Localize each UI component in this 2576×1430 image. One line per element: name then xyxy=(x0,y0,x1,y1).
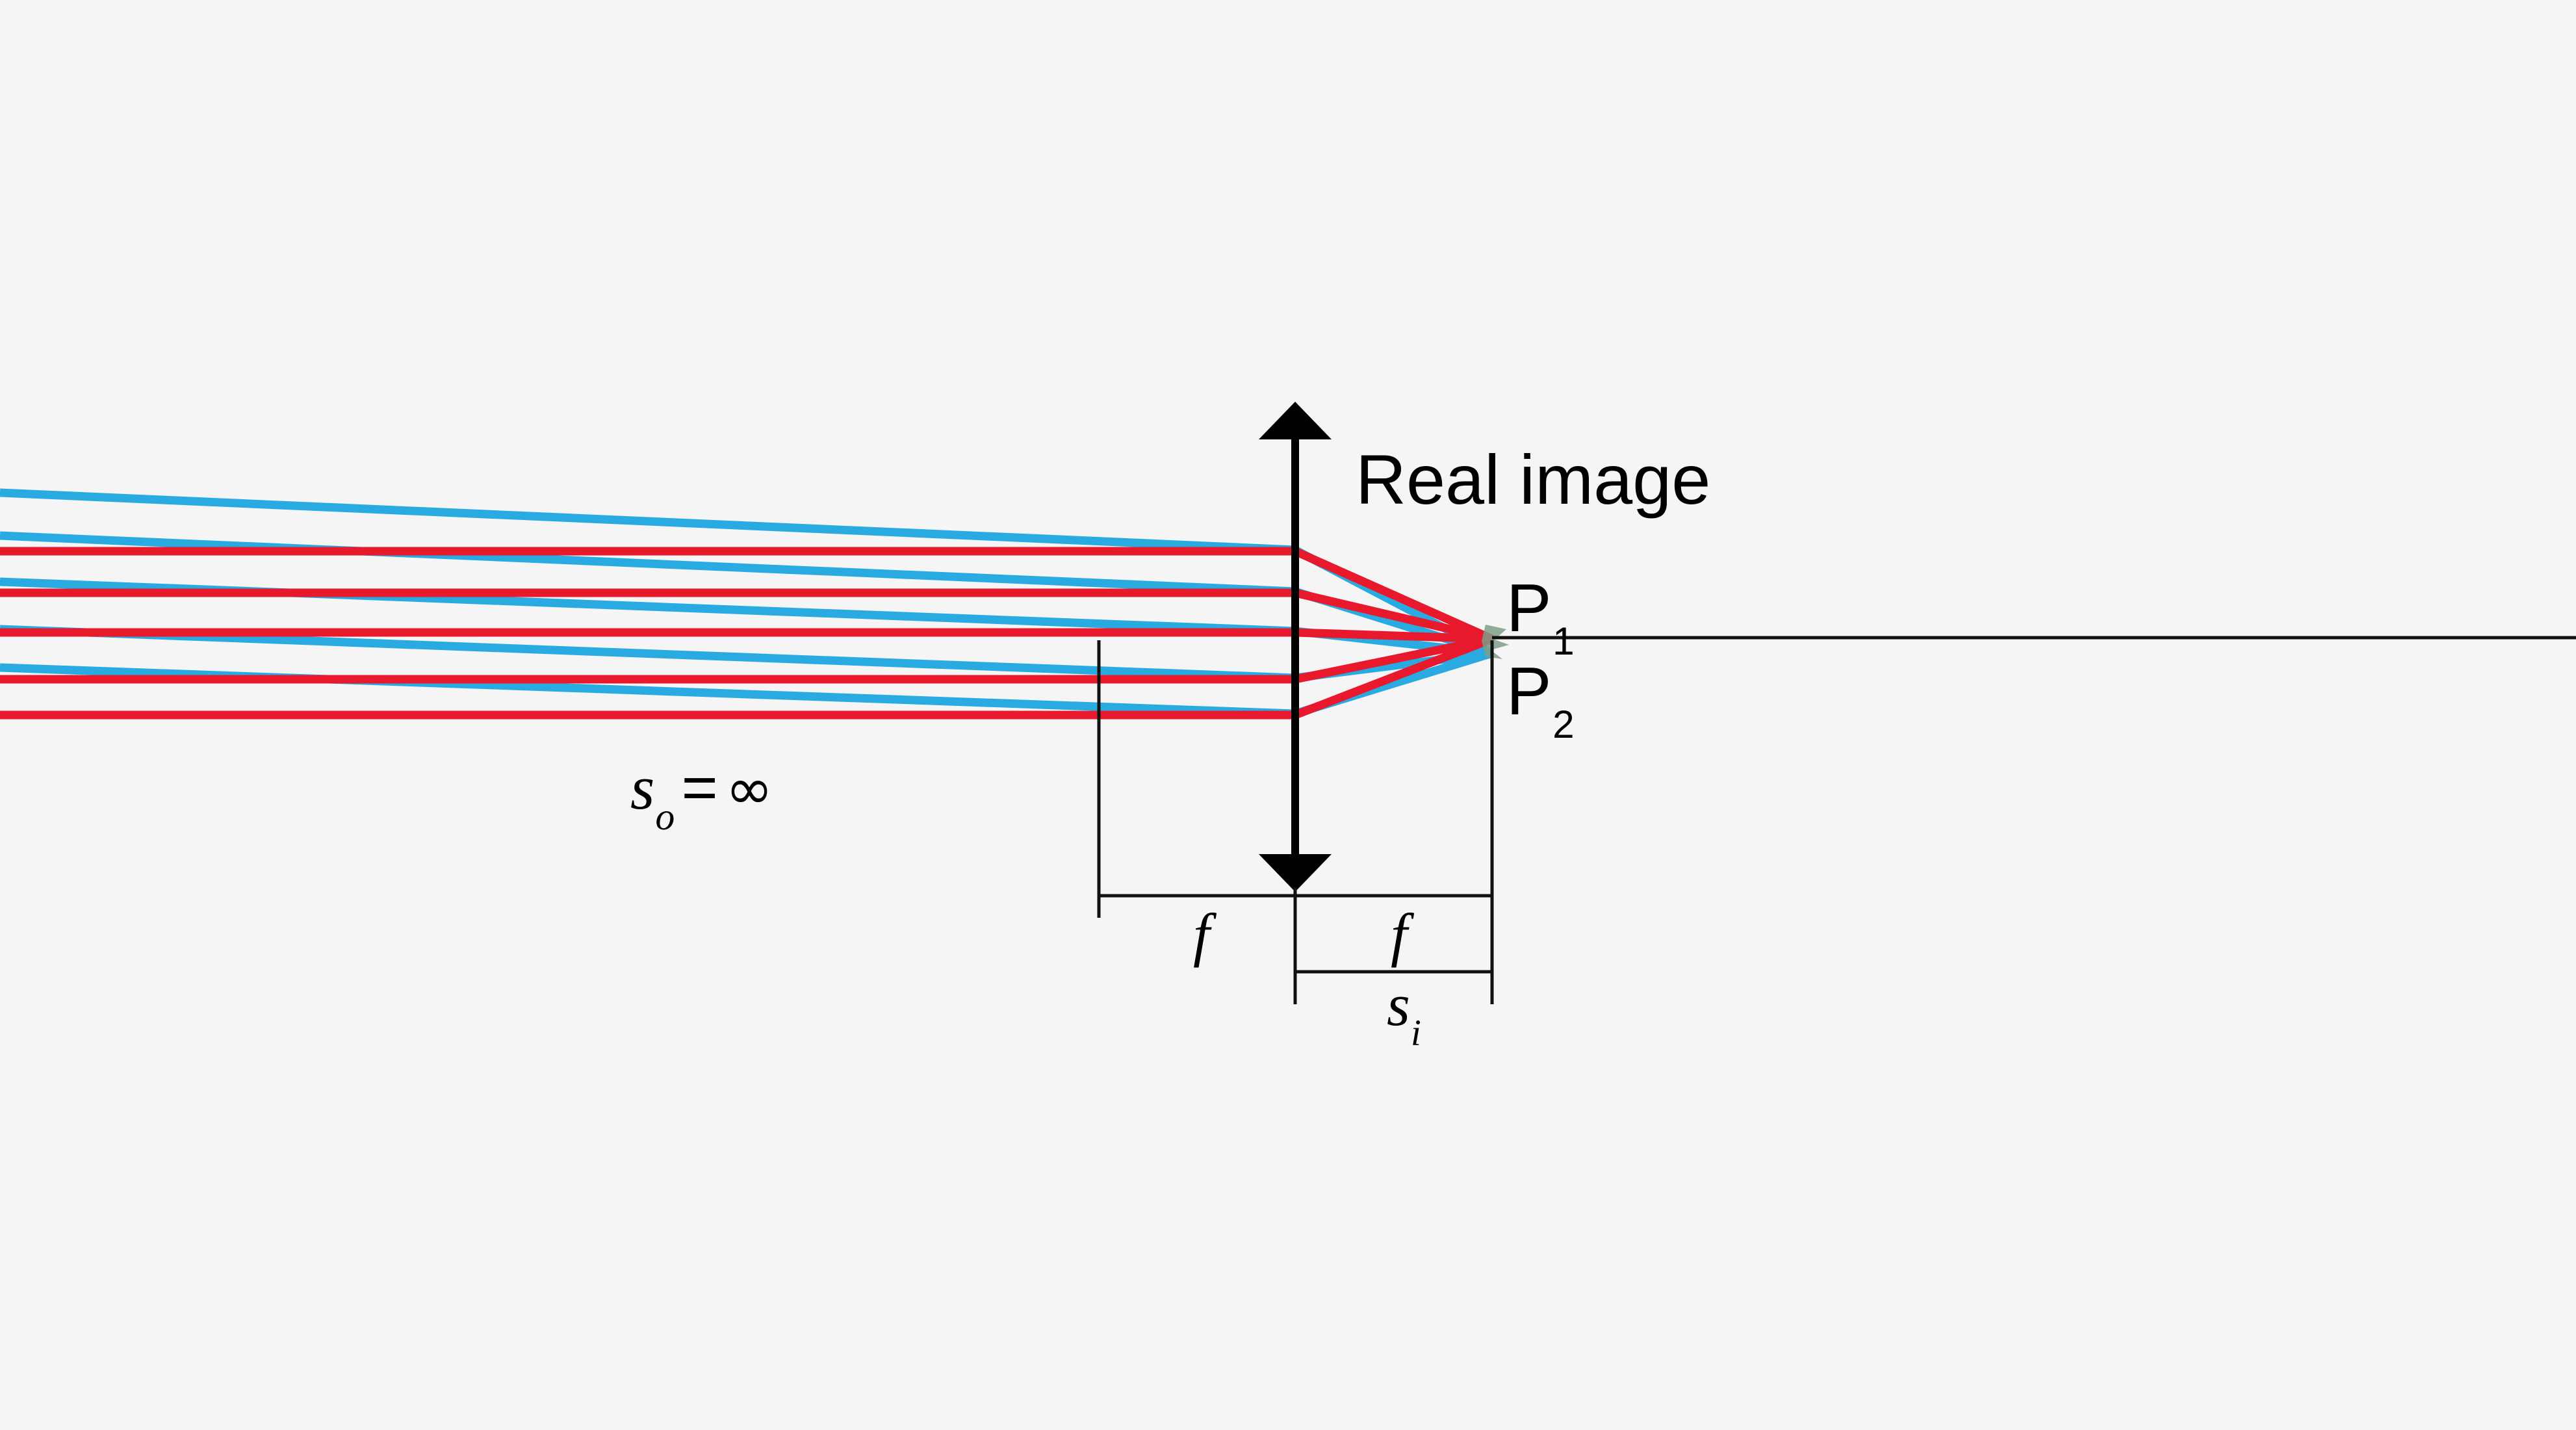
red-ray-refracted-2 xyxy=(1294,588,1493,644)
si-symbol: s xyxy=(1387,972,1410,1038)
so-symbol: s xyxy=(630,753,655,822)
label-image-point-1: P1 xyxy=(1506,575,1575,660)
blue-ray-incident-1 xyxy=(0,488,1296,554)
red-ray-refracted-3 xyxy=(1294,628,1493,644)
si-subscript: i xyxy=(1410,1012,1421,1054)
dimension-lines xyxy=(1097,640,1494,1004)
p2-subscript: 2 xyxy=(1552,702,1575,747)
lens-symbol xyxy=(1259,402,1332,892)
blue-ray-incident-2 xyxy=(0,531,1296,596)
so-value-infinity: ∞ xyxy=(725,755,773,822)
so-equals: = xyxy=(681,753,718,822)
so-subscript: o xyxy=(655,795,675,838)
label-focal-length-right: f xyxy=(1391,902,1408,968)
label-image-point-2: P2 xyxy=(1506,658,1575,744)
red-ray-refracted-4 xyxy=(1294,634,1493,684)
ray-overlap-blob xyxy=(1482,625,1509,659)
red-ray-bundle xyxy=(0,547,1494,720)
p1-symbol: P xyxy=(1506,571,1552,646)
lens-arrowhead-bottom xyxy=(1259,854,1332,892)
label-image-distance: si xyxy=(1387,972,1421,1052)
label-object-distance: so=∞ xyxy=(630,755,773,836)
lens-arrowhead-top xyxy=(1259,402,1332,439)
red-ray-refracted-5 xyxy=(1293,634,1494,720)
p2-symbol: P xyxy=(1506,654,1552,729)
p1-subscript: 1 xyxy=(1552,619,1575,664)
red-ray-refracted-1 xyxy=(1293,547,1494,643)
label-real-image: Real image xyxy=(1356,440,1711,519)
label-focal-length-left: f xyxy=(1193,902,1210,968)
blue-ray-incident-4 xyxy=(0,625,1296,682)
